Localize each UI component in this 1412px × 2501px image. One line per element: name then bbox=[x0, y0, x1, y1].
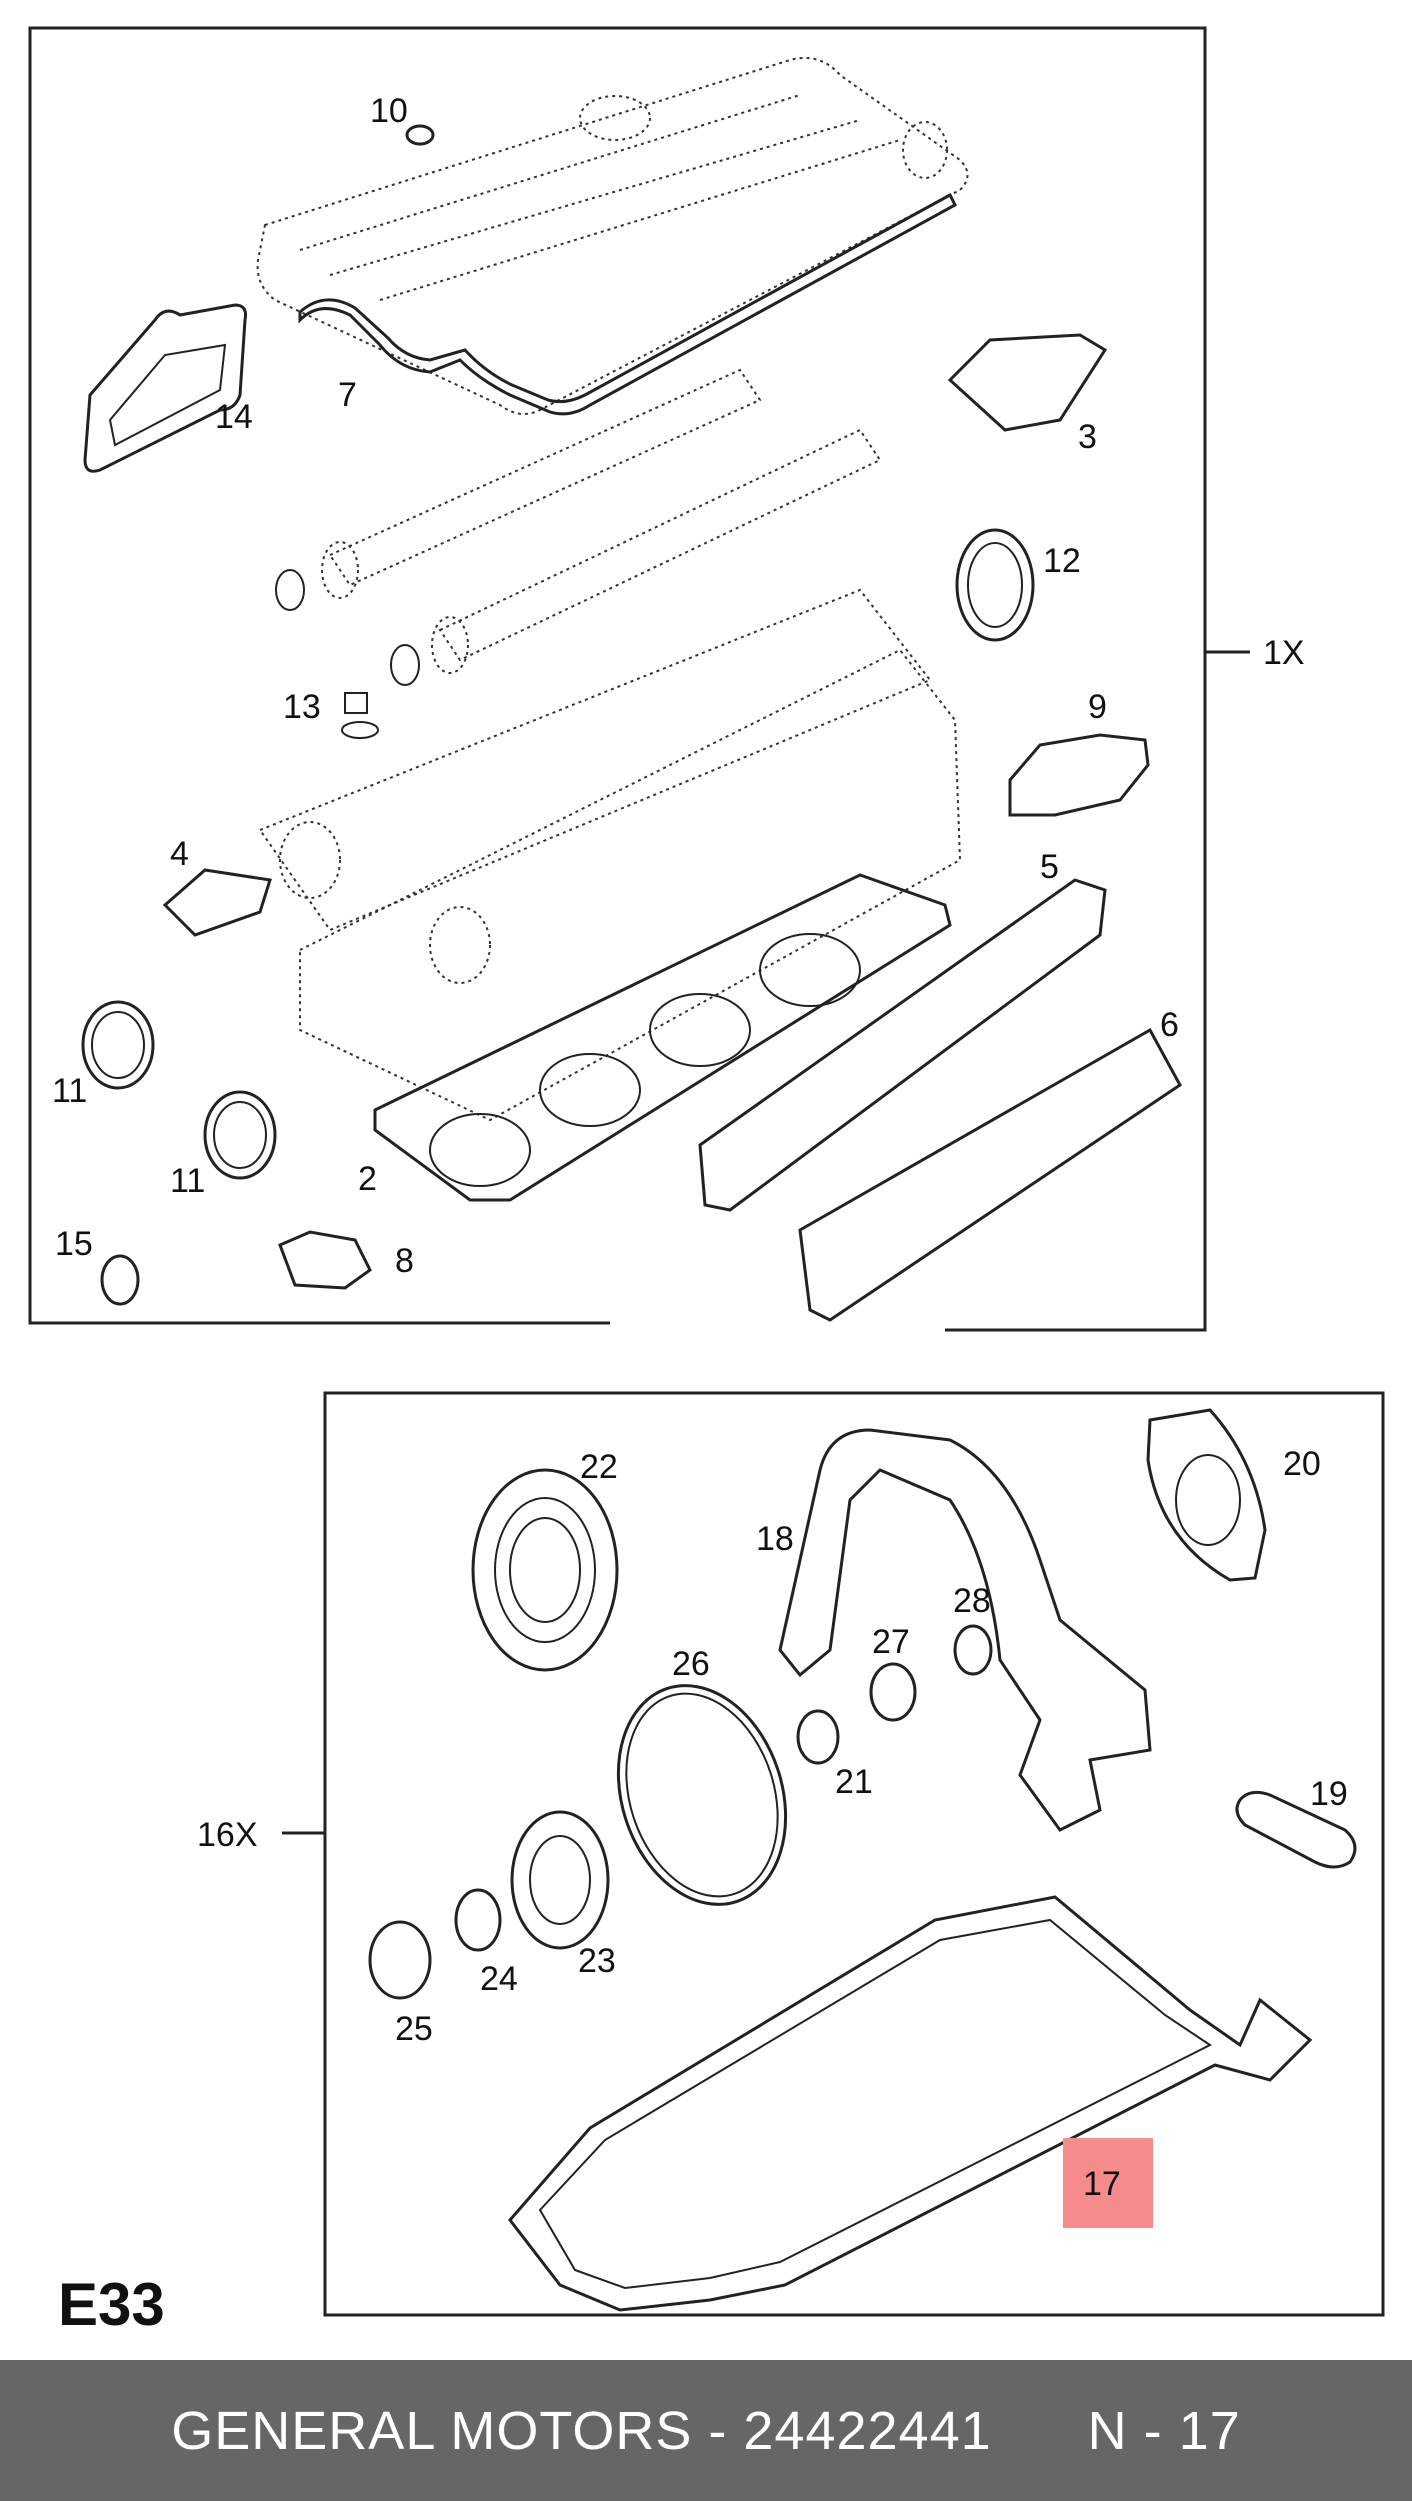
callout-24: 24 bbox=[480, 1960, 518, 1998]
gasket-3 bbox=[947, 333, 1108, 432]
callout-4: 4 bbox=[170, 835, 189, 873]
callout-15: 15 bbox=[55, 1225, 93, 1263]
callout-22: 22 bbox=[580, 1448, 618, 1486]
valve-seal-13 bbox=[341, 692, 379, 739]
o-ring-24 bbox=[454, 1888, 502, 1952]
gasket-9 bbox=[1008, 733, 1150, 817]
upper-kit-label: 1X bbox=[1263, 634, 1305, 672]
parts-diagram: 1X 7 10 14 3 12 bbox=[28, 26, 1385, 2317]
footer-bar: GENERAL MOTORS - 24422441 N - 17 bbox=[0, 2360, 1412, 2501]
seal-23 bbox=[510, 1810, 610, 1950]
callout-27: 27 bbox=[872, 1623, 910, 1661]
o-ring-15 bbox=[100, 1254, 140, 1306]
footer-brand: GENERAL MOTORS bbox=[171, 2400, 693, 2461]
footer-part-number: 24422441 bbox=[743, 2400, 992, 2461]
o-ring-21 bbox=[796, 1709, 840, 1765]
seal-19 bbox=[1235, 1790, 1357, 1869]
callout-8: 8 bbox=[395, 1242, 414, 1280]
callout-12: 12 bbox=[1043, 542, 1081, 580]
seal-12 bbox=[955, 528, 1035, 642]
callout-6: 6 bbox=[1160, 1006, 1179, 1044]
callout-9: 9 bbox=[1088, 688, 1107, 726]
manifold-gasket-6 bbox=[798, 1027, 1182, 1322]
callout-17: 17 bbox=[1083, 2165, 1121, 2203]
gasket-20 bbox=[1146, 1408, 1267, 1582]
footer-position: N - 17 bbox=[1087, 2400, 1241, 2461]
upper-kit-frame bbox=[28, 26, 1250, 1332]
o-ring-11b bbox=[203, 1090, 277, 1180]
camshafts bbox=[321, 368, 882, 674]
cam-seal-right bbox=[390, 644, 420, 686]
o-ring-28 bbox=[953, 1624, 993, 1676]
lower-kit-label: 16X bbox=[197, 1816, 258, 1854]
head-gasket bbox=[373, 873, 952, 1202]
callout-11b: 11 bbox=[170, 1162, 205, 1200]
oil-pan-gasket bbox=[508, 1895, 1313, 2312]
callout-19: 19 bbox=[1310, 1775, 1348, 1813]
callout-21: 21 bbox=[835, 1763, 873, 1801]
o-ring-26-inner bbox=[625, 1692, 779, 1898]
callout-5: 5 bbox=[1040, 848, 1059, 886]
cam-seal-left bbox=[275, 569, 305, 611]
footer-separator: - bbox=[708, 2400, 728, 2461]
diagram-code: E33 bbox=[58, 2271, 165, 2338]
o-ring-25 bbox=[368, 1920, 432, 2000]
callout-20: 20 bbox=[1283, 1445, 1321, 1483]
gasket-4 bbox=[162, 868, 272, 937]
callout-26: 26 bbox=[672, 1645, 710, 1683]
callout-25: 25 bbox=[395, 2010, 433, 2048]
gasket-14 bbox=[83, 303, 247, 473]
callout-3: 3 bbox=[1078, 418, 1097, 456]
callout-18: 18 bbox=[756, 1520, 794, 1558]
callout-10: 10 bbox=[370, 92, 408, 130]
callout-11a: 11 bbox=[52, 1072, 87, 1110]
manifold-gasket-5 bbox=[698, 878, 1107, 1212]
callout-28: 28 bbox=[953, 1582, 991, 1620]
valve-cover bbox=[256, 56, 969, 415]
highlight-box bbox=[1063, 2138, 1153, 2228]
o-ring-27 bbox=[869, 1662, 917, 1722]
callout-7: 7 bbox=[338, 376, 357, 414]
cover-gasket bbox=[298, 192, 957, 416]
callout-14: 14 bbox=[215, 398, 253, 436]
cylinder-head bbox=[258, 588, 962, 1122]
callout-2: 2 bbox=[358, 1160, 377, 1198]
callout-13: 13 bbox=[283, 688, 321, 726]
seal-22 bbox=[471, 1468, 619, 1672]
o-ring-11a bbox=[81, 1000, 155, 1090]
o-ring-26 bbox=[616, 1684, 788, 1906]
o-ring-10 bbox=[405, 124, 435, 146]
front-cover-gasket bbox=[778, 1428, 1152, 1832]
callout-23: 23 bbox=[578, 1942, 616, 1980]
gasket-8 bbox=[278, 1230, 372, 1290]
lower-kit-frame bbox=[282, 1391, 1385, 2317]
